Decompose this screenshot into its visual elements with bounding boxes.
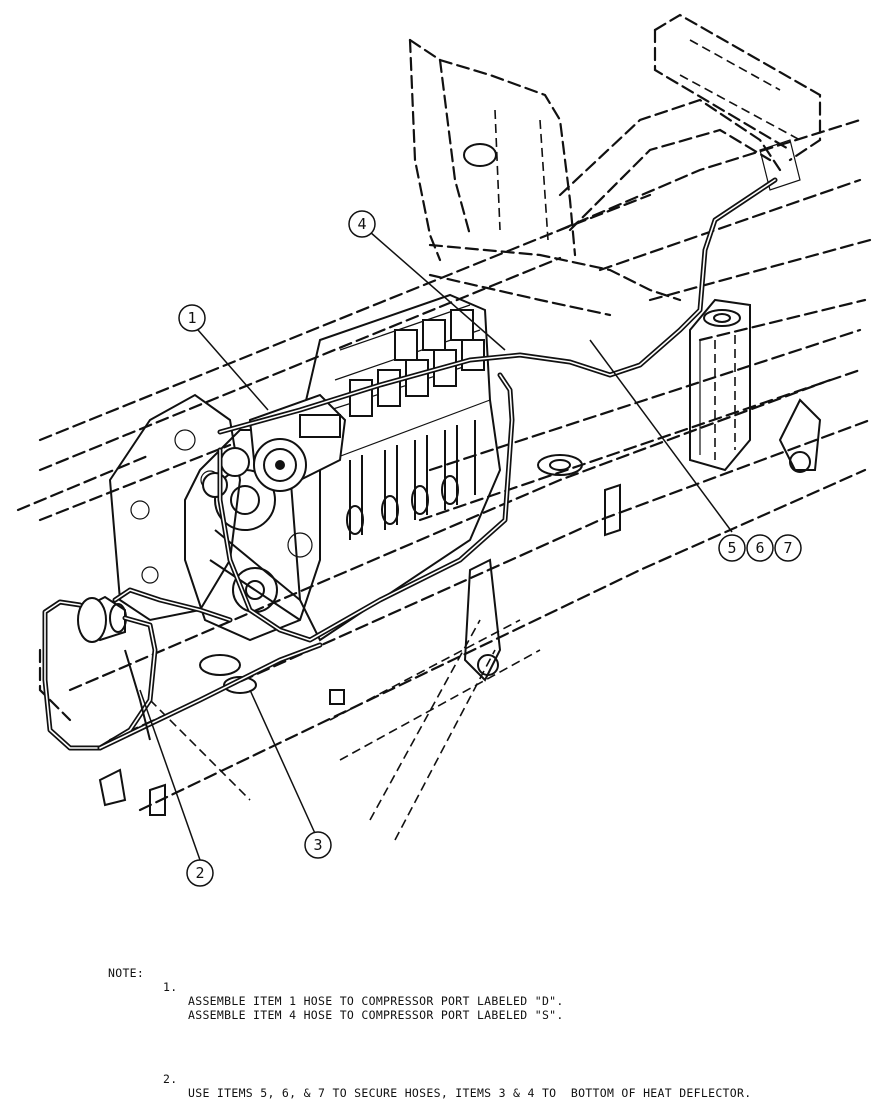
frame-rails — [16, 118, 872, 841]
hose-item-1 — [217, 372, 515, 643]
heat-deflector — [408, 13, 822, 317]
callout-3-label: 3 — [313, 836, 322, 854]
callout-5: 5 — [718, 534, 746, 562]
note-1-line-2: ASSEMBLE ITEM 4 HOSE TO COMPRESSOR PORT … — [108, 994, 878, 1022]
note-1-line-1: NOTE: 1. ASSEMBLE ITEM 1 HOSE TO COMPRES… — [108, 952, 878, 1008]
receiver-drier — [77, 595, 127, 643]
callout-2: 2 — [186, 859, 214, 887]
callout-1-label: 1 — [187, 309, 196, 327]
callout-4: 4 — [348, 210, 376, 238]
note-2-text-1: USE ITEMS 5, 6, & 7 TO SECURE HOSES, ITE… — [188, 1086, 752, 1100]
callout-6-label: 6 — [755, 539, 764, 557]
hose-routing-drawing: 1 2 3 4 5 6 7 — [16, 13, 872, 887]
callout-6: 6 — [746, 534, 774, 562]
note-1-number: 1. — [163, 980, 178, 994]
callout-3: 3 — [304, 831, 332, 859]
injector-lines — [346, 420, 476, 540]
callout-7-label: 7 — [783, 539, 792, 557]
hose-item-4 — [217, 177, 778, 435]
note-label: NOTE: — [108, 966, 145, 980]
note-2-line-1: 2. USE ITEMS 5, 6, & 7 TO SECURE HOSES, … — [108, 1058, 878, 1100]
callout-1: 1 — [178, 304, 206, 332]
note-2-number: 2. — [163, 1072, 178, 1086]
engine-block — [108, 293, 502, 642]
assembly-notes: NOTE: 1. ASSEMBLE ITEM 1 HOSE TO COMPRES… — [108, 924, 878, 1100]
callout-4-label: 4 — [357, 215, 366, 233]
hose-item-3 — [42, 599, 323, 751]
injector-row — [349, 309, 485, 417]
hose-item-2 — [112, 587, 233, 741]
callout-7: 7 — [774, 534, 802, 562]
note-1-text-2: ASSEMBLE ITEM 4 HOSE TO COMPRESSOR PORT … — [188, 1008, 564, 1022]
callout-2-label: 2 — [195, 864, 204, 882]
callout-5-label: 5 — [727, 539, 736, 557]
frame-bracket — [98, 298, 822, 816]
leader-lines — [139, 231, 733, 861]
